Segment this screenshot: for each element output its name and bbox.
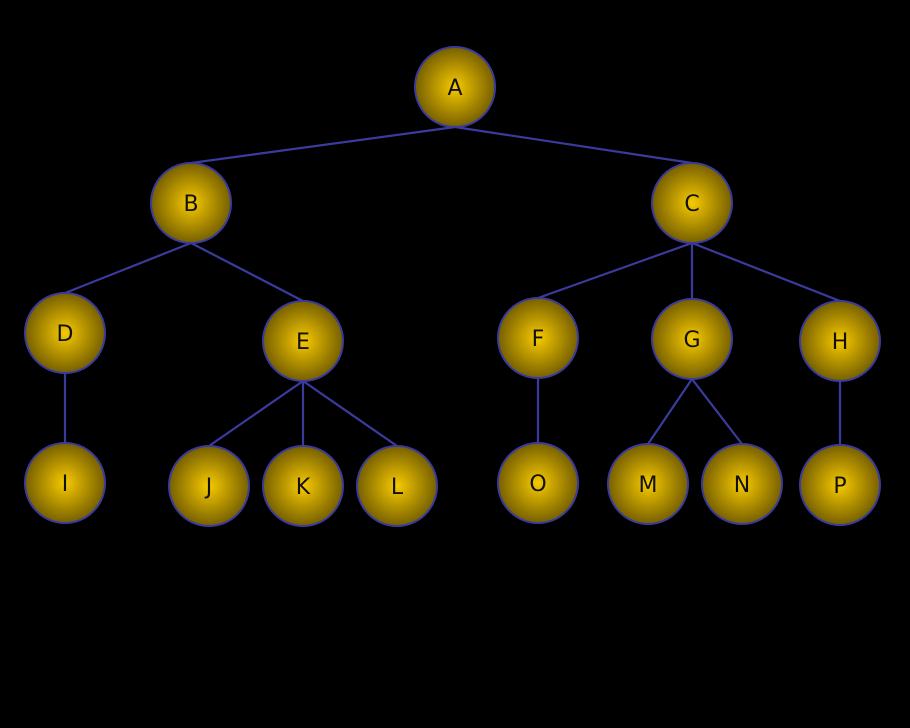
- node-K: K: [262, 445, 344, 527]
- node-I: I: [24, 442, 106, 524]
- node-D: D: [24, 292, 106, 374]
- node-circle: [607, 443, 689, 525]
- node-circle: [262, 300, 344, 382]
- node-circle: [497, 297, 579, 379]
- node-label: P: [833, 474, 846, 499]
- edge-B-D: [64, 241, 192, 295]
- node-circle: [651, 298, 733, 380]
- node-label: D: [57, 322, 74, 347]
- node-M: M: [607, 443, 689, 525]
- edge-E-L: [302, 380, 398, 447]
- edge-E-J: [208, 380, 304, 447]
- node-O: O: [497, 442, 579, 524]
- edge-C-H: [691, 241, 841, 303]
- node-label: I: [62, 472, 69, 497]
- node-P: P: [799, 444, 881, 526]
- node-label: K: [296, 475, 311, 500]
- edge-G-M: [647, 378, 693, 445]
- node-N: N: [701, 443, 783, 525]
- node-label: O: [529, 472, 546, 497]
- edge-G-N: [691, 378, 743, 445]
- node-circle: [414, 46, 496, 128]
- node-circle: [356, 445, 438, 527]
- node-label: H: [832, 330, 849, 355]
- node-circle: [262, 445, 344, 527]
- node-label: M: [639, 473, 658, 498]
- node-circle: [24, 292, 106, 374]
- node-circle: [701, 443, 783, 525]
- node-circle: [799, 444, 881, 526]
- node-label: J: [204, 475, 213, 500]
- node-circle: [799, 300, 881, 382]
- edge-A-B: [190, 125, 456, 165]
- node-label: B: [183, 192, 198, 217]
- node-J: J: [168, 445, 250, 527]
- node-label: L: [391, 475, 404, 500]
- node-L: L: [356, 445, 438, 527]
- node-E: E: [262, 300, 344, 382]
- node-label: G: [683, 328, 700, 353]
- node-C: C: [651, 162, 733, 244]
- bottom-bar: [0, 705, 910, 728]
- edge-A-C: [454, 125, 693, 165]
- node-B: B: [150, 162, 232, 244]
- top-bar: [0, 0, 910, 22]
- node-circle: [168, 445, 250, 527]
- node-H: H: [799, 300, 881, 382]
- node-label: E: [296, 330, 310, 355]
- node-label: A: [447, 76, 462, 101]
- node-circle: [497, 442, 579, 524]
- edge-B-E: [190, 242, 304, 302]
- node-label: C: [684, 192, 699, 217]
- edge-C-F: [537, 241, 693, 300]
- node-label: N: [734, 473, 750, 498]
- node-G: G: [651, 298, 733, 380]
- node-A: A: [414, 46, 496, 128]
- node-circle: [651, 162, 733, 244]
- node-F: F: [497, 297, 579, 379]
- node-circle: [150, 162, 232, 244]
- node-label: F: [532, 327, 545, 352]
- node-circle: [24, 442, 106, 524]
